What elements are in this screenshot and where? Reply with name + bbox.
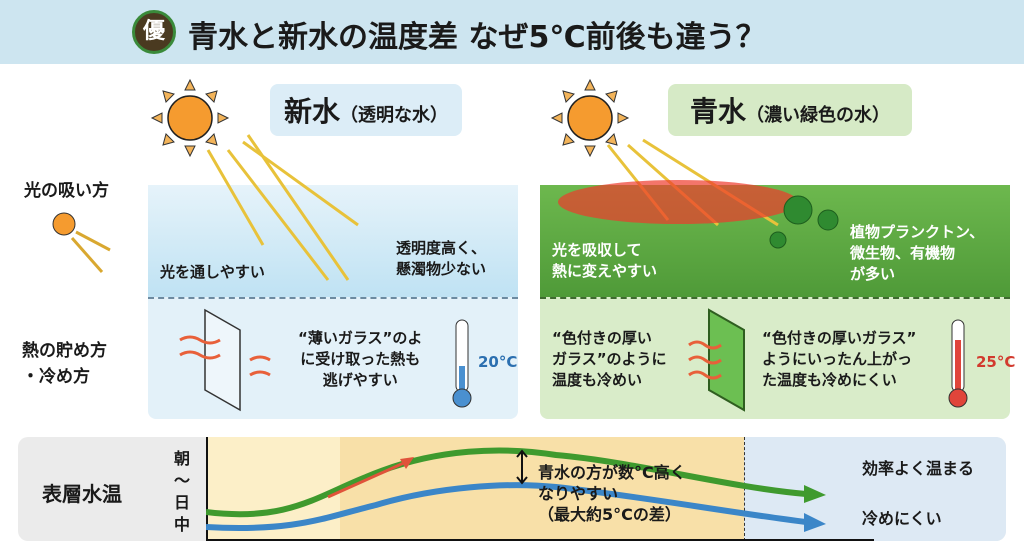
thermometer-cool-icon: [452, 319, 472, 408]
row-label-light: 光の吸い方: [24, 181, 109, 201]
row-label-heat: 熱の貯め方・冷め方: [22, 341, 107, 387]
thermometer-warm-icon: [948, 319, 968, 408]
small-sun-icon: [52, 212, 111, 273]
green-curve-label: 効率よく温まる: [862, 459, 975, 478]
blue-curve-label: 冷めにくい: [862, 509, 942, 528]
sunlight-rays: [206, 134, 839, 281]
rise-arrow: [327, 460, 407, 499]
clear-water-surface: [148, 185, 518, 297]
green-temp: 25°C: [976, 353, 1016, 371]
green-heat-text-left: “色付きの厚いガラス”のように温度も冷めい: [552, 329, 667, 389]
green-heat-panel: [540, 297, 1010, 419]
green-water-heading: 青水（濃い緑色の水）: [668, 84, 913, 136]
green-light-text: 光を吸収して熱に変えやすい: [552, 241, 658, 280]
clear-heat-text: “薄いガラス”のよに受け取った熱も逃げやすい: [298, 329, 423, 389]
green-description: 植物プランクトン、微生物、有機物が多い: [850, 223, 985, 283]
clear-description: 透明度高く、懸濁物少ない: [396, 239, 487, 278]
clear-temp: 20°C: [478, 353, 518, 371]
chart-label: 表層水温: [42, 482, 122, 506]
sun-icon: [550, 78, 630, 158]
temperature-curves: [206, 437, 874, 541]
page-title: 青水と新水の温度差 なぜ5℃前後も違う？: [188, 20, 766, 55]
green-water-curve: [206, 447, 807, 518]
blue-arrowhead: [804, 513, 826, 532]
clear-light-text: 光を通しやすい: [160, 263, 265, 281]
time-axis-label: 朝～日中: [173, 449, 190, 534]
blue-water-curve: [206, 482, 807, 531]
green-heat-text-right: “色付きの厚いガラス”ようにいったん上がった温度も冷めにくい: [762, 329, 917, 389]
thick-green-glass-icon: [688, 308, 745, 412]
sun-icon: [150, 78, 230, 158]
new-water-heading: 新水（透明な水）: [270, 84, 463, 136]
difference-note: 青水の方が数°C高くなりやすい（最大約5°Cの差）: [538, 463, 686, 524]
logo-seal: 優: [132, 10, 176, 54]
thin-glass-icon: [179, 308, 271, 412]
evening-zone: [744, 437, 1006, 541]
green-arrowhead: [804, 485, 826, 503]
